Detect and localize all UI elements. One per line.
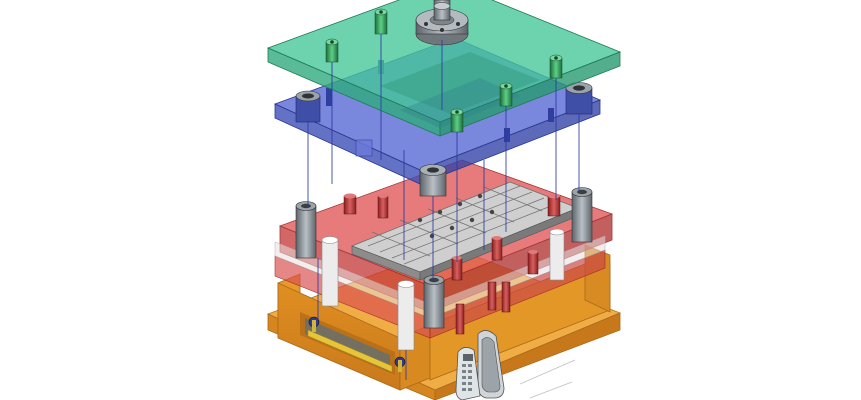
guide-bushings bbox=[295, 187, 593, 351]
explode-lines bbox=[307, 34, 580, 380]
floor-lines bbox=[519, 359, 576, 399]
top-clamp-plate bbox=[266, 0, 622, 137]
locating-ring bbox=[415, 0, 469, 46]
molded-phone-housing bbox=[455, 330, 505, 400]
clamp-bolts bbox=[325, 8, 563, 133]
core-pins bbox=[343, 193, 561, 335]
